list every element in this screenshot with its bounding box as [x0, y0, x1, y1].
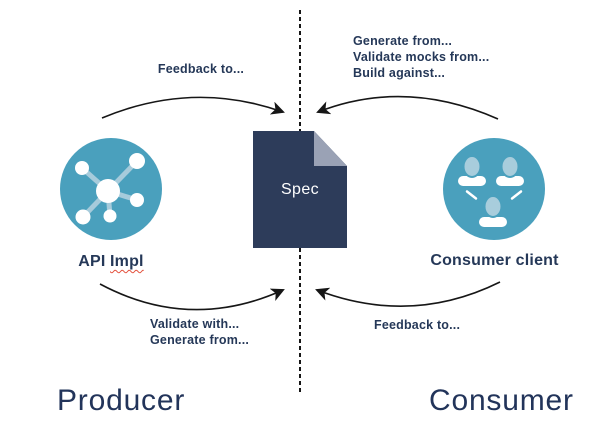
consumer-zone-label: Consumer — [429, 384, 574, 417]
api-network-icon — [60, 138, 162, 240]
network-nodes — [75, 153, 145, 225]
arrow-producer-to-spec-bottom — [99, 283, 285, 311]
consumer-node-label: Consumer client — [430, 252, 559, 269]
spec-document-label: Spec — [280, 180, 320, 198]
spec-document: Spec — [253, 131, 347, 248]
arrow-producer-to-spec-top — [101, 96, 285, 119]
arrow-label-validate-with: Validate with... — [150, 317, 240, 331]
producer-node-label-misspelled: Impl — [110, 253, 144, 270]
producer-zone-label: Producer — [57, 384, 186, 417]
arrow-label-bottom-right: Feedback to... — [374, 318, 461, 332]
arrow-label-build-against: Build against... — [353, 66, 446, 80]
arrow-label-validate-mocks-from: Validate mocks from... — [353, 50, 490, 64]
arrow-consumer-to-spec-top — [316, 95, 499, 120]
arrow-label-generate-from: Generate from... — [353, 34, 453, 48]
arrow-labels-bottom-left: Validate with... Generate from... — [150, 317, 249, 348]
arrow-label-top-left: Feedback to... — [157, 62, 245, 76]
person-figure-top-left — [458, 155, 486, 186]
person-figure-bottom — [479, 195, 507, 227]
people-connector-ticks — [465, 190, 523, 200]
person-figure-top-right — [496, 155, 524, 186]
arrow-labels-top-right: Generate from... Validate mocks from... … — [353, 33, 489, 81]
arrow-label-generate-from-bottom: Generate from... — [150, 332, 250, 347]
arrow-consumer-to-spec-bottom — [315, 281, 501, 307]
producer-node-label-prefix: API — [78, 253, 106, 270]
consumer-people-icon — [443, 138, 545, 240]
